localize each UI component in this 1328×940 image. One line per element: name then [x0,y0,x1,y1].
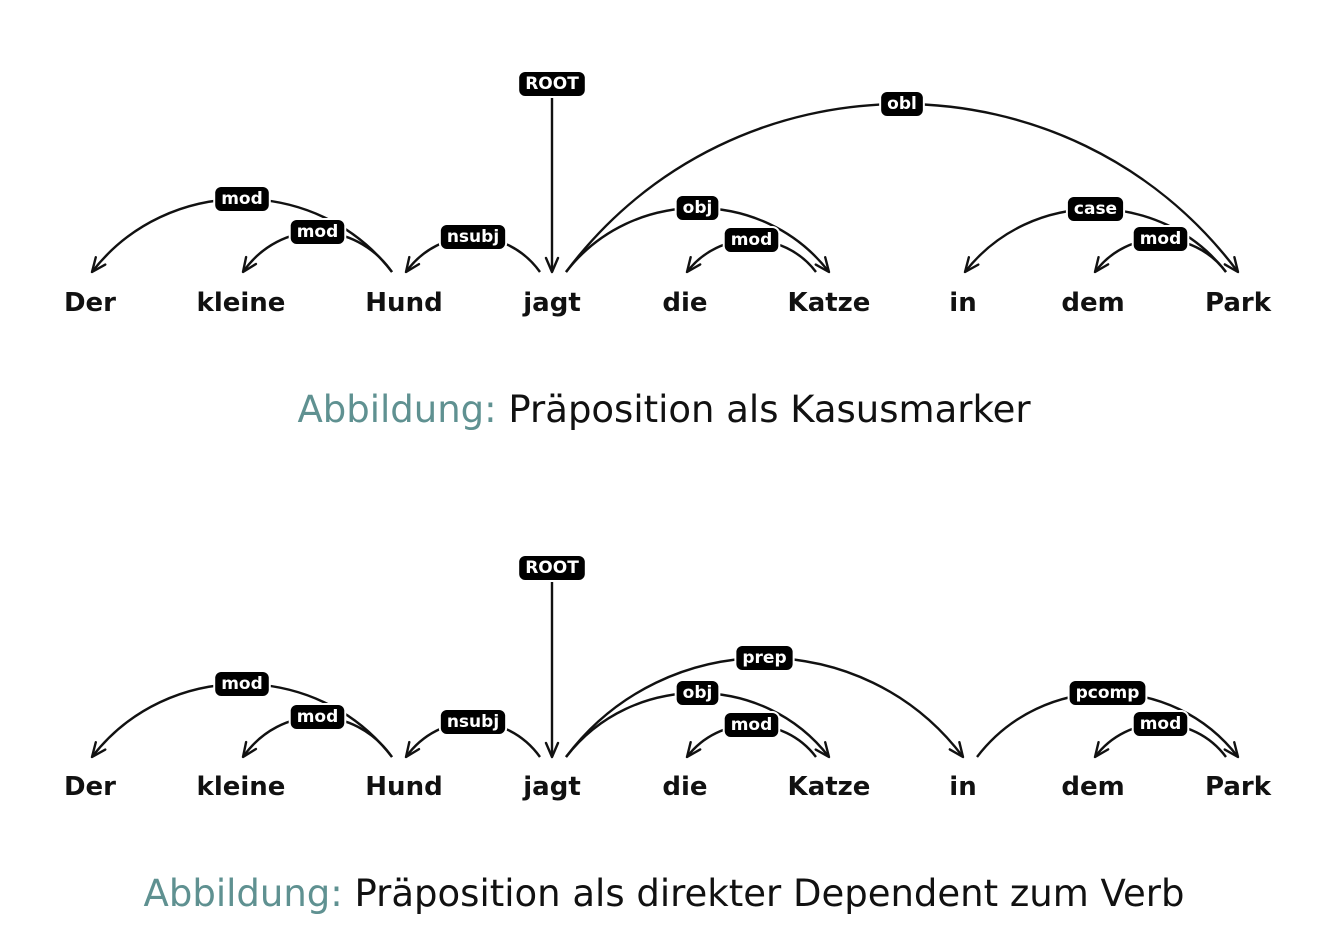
relation-label-text: mod [297,707,339,727]
relation-label: mod [213,670,271,698]
relation-label-box [674,679,721,707]
relation-label: obj [674,194,721,222]
relation-label-text: ROOT [525,74,579,94]
relation-label: mod [213,185,271,213]
relation-label-text: case [1074,199,1117,219]
caption-prefix: Abbildung: [297,388,497,431]
token-word: Der [64,288,116,318]
token-word: jagt [522,288,581,318]
relation-label-text: mod [221,674,263,694]
relation-label: pcomp [1067,679,1148,707]
relation-label-box [517,70,587,98]
token-word: kleine [197,288,286,318]
relation-label-text: obj [683,683,713,703]
relation-label-box [722,711,781,739]
caption-text: Präposition als Kasusmarker [508,388,1031,431]
relation-label-box [213,670,271,698]
relation-label-box [879,90,925,118]
arrow-head [1093,740,1110,759]
arrow-head [241,255,258,274]
arrow-head [814,256,831,274]
arrow-head [1223,741,1240,759]
arrow-head [963,256,980,274]
token-word: Katze [788,772,871,802]
token-word: in [949,772,976,802]
token-word: dem [1061,288,1124,318]
relation-label-box [722,226,781,254]
relation-label-box [213,185,271,213]
arrow-head [90,256,107,274]
caption-text: Präposition als direkter Dependent zum V… [354,872,1185,915]
relation-label-box [438,223,508,251]
relation-label: nsubj [438,223,508,251]
token-word: die [662,772,707,802]
relation-label-box [288,703,347,731]
token-word: Park [1205,288,1272,318]
relation-label-text: obl [887,94,917,114]
figure-caption-2: Abbildung: Präposition als direkter Depe… [0,872,1328,915]
arrow-head [948,741,965,759]
arrow-head [404,740,421,759]
token-word: jagt [522,772,581,802]
dependency-tree-direct-dependent: Der kleine Hund jagt die Katze in dem Park ROOT mo… [64,554,1272,802]
token-word: Park [1205,772,1272,802]
token-word: in [949,288,976,318]
relation-label: mod [722,226,781,254]
relation-label: mod [288,703,347,731]
relation-label: ROOT [517,554,587,582]
relation-label: mod [288,218,347,246]
relation-label-text: mod [731,230,773,250]
relation-label: ROOT [517,70,587,98]
arrow-head [544,256,560,274]
arrow-head [544,741,560,759]
relation-label-box [674,194,721,222]
relation-label-text: mod [1140,714,1182,734]
token-word: die [662,288,707,318]
relation-label-box [1067,679,1148,707]
relation-label-text: mod [221,189,263,209]
arrow-head [814,741,831,759]
relation-label-text: mod [731,715,773,735]
relation-label: mod [1131,710,1190,738]
token-word: Hund [365,288,442,318]
token-word: Hund [365,772,442,802]
arrow-head [685,256,702,274]
relation-label-box [517,554,587,582]
arrow-head [1223,256,1240,274]
arrow-head [685,741,702,759]
relation-label-text: ROOT [525,558,579,578]
relation-label-text: obj [683,198,713,218]
relation-label-text: mod [1140,229,1182,249]
relation-label: prep [734,644,795,672]
relation-label: mod [722,711,781,739]
token-word: kleine [197,772,286,802]
arrow-head [404,255,421,274]
dependency-tree-case-marker: Der kleine Hund jagt die Katze in dem Park ROOT mo… [64,70,1272,318]
arrow-head [90,741,107,759]
relation-label-text: mod [297,222,339,242]
relation-label-box [1065,195,1126,223]
relation-label-box [288,218,347,246]
arrow-head [1093,255,1110,274]
relation-label-text: nsubj [447,227,499,247]
relation-label: nsubj [438,708,508,736]
arrow-head [241,740,258,759]
relation-label: case [1065,195,1126,223]
token-word: dem [1061,772,1124,802]
token-word: Katze [788,288,871,318]
figure-caption-1: Abbildung: Präposition als Kasusmarker [0,388,1328,431]
token-word: Der [64,772,116,802]
relation-label-box [734,644,795,672]
relation-label-box [1131,225,1190,253]
relation-label-text: prep [742,648,786,668]
relation-label-box [438,708,508,736]
relation-label: obj [674,679,721,707]
relation-label: mod [1131,225,1190,253]
caption-prefix: Abbildung: [143,872,343,915]
relation-label-box [1131,710,1190,738]
relation-label-text: nsubj [447,712,499,732]
relation-label-text: pcomp [1076,683,1140,703]
relation-label: obl [879,90,925,118]
